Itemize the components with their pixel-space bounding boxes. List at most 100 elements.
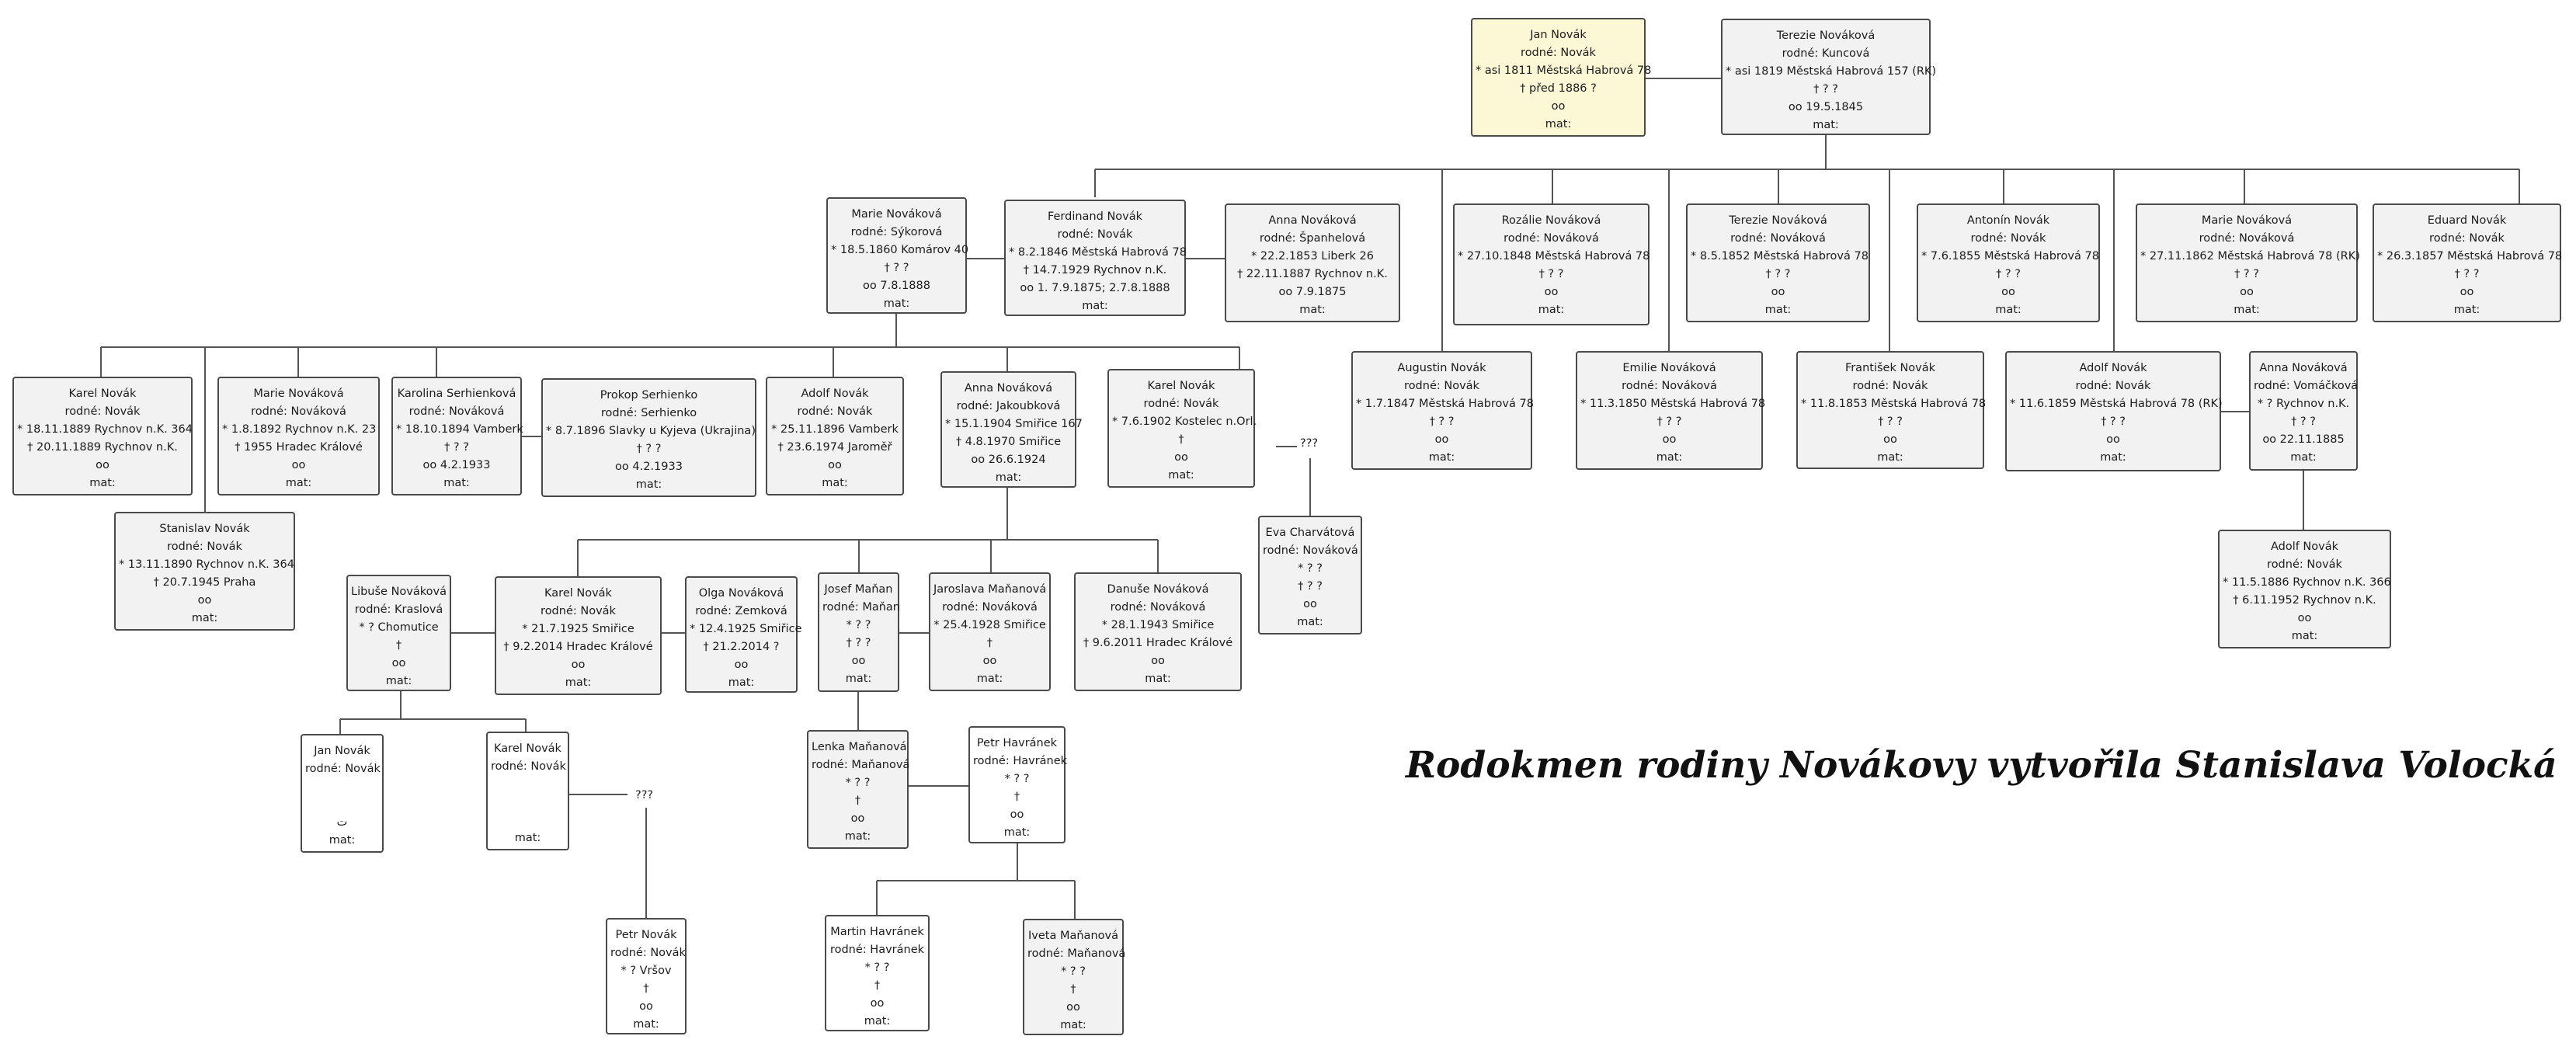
person-birth-name: rodné: Novák (2267, 558, 2342, 571)
person-birth-name: rodné: Nováková (408, 405, 505, 418)
person-birth-name: rodné: Novák (1404, 380, 1479, 392)
person-birth-name: rodné: Maňan (822, 601, 900, 614)
person-birth: * 11.8.1853 Městská Habrová 78 (1801, 398, 1987, 410)
person-birth: * 8.7.1896 Slavky u Kyjeva (Ukrajina) (546, 425, 756, 437)
person-mat: mat: (385, 675, 412, 687)
person-birth-name: rodné: Novák (305, 763, 381, 775)
person-name: Karel Novák (494, 742, 561, 755)
person-mat: mat: (1995, 304, 2022, 316)
person-birth-name: rodné: Novák (797, 405, 873, 418)
unknown-partner-marker: ??? (635, 789, 654, 801)
person-marriage: oo (1174, 451, 1188, 464)
person-mat: mat: (2291, 630, 2318, 642)
person-marriage: oo (1544, 286, 1559, 298)
person-card-adolf-novak-1886[interactable]: Adolf Novák rodné: Novák * 11.5.1886 Rychn… (2218, 530, 2391, 648)
person-marriage: ت (336, 816, 348, 829)
person-birth-name: rodné: Nováková (1263, 544, 1358, 557)
person-birth: * 1.7.1847 Městská Habrová 78 (1356, 398, 1534, 410)
person-birth: * 15.1.1904 Smiřice 167 (945, 418, 1083, 430)
person-marriage: oo (639, 1000, 653, 1013)
person-name: Jan Novák (314, 745, 370, 757)
person-card-jan-novak-young[interactable]: Jan Novák rodné: Novák ت mat: (301, 734, 384, 853)
person-birth: * 25.11.1896 Vamberk (771, 423, 899, 436)
person-mat: mat: (822, 477, 848, 489)
person-marriage: oo (850, 812, 865, 825)
person-mat: mat: (443, 477, 470, 489)
person-birth: * ? Rychnov n.K. (2257, 398, 2350, 410)
person-name: Karel Novák (544, 587, 612, 600)
person-name: Karolina Serhienková (397, 388, 516, 400)
person-death: † ? ? (2291, 415, 2316, 428)
person-mat: mat: (2290, 451, 2317, 464)
person-birth-name: rodné: Nováková (1504, 232, 1599, 245)
person-mat: mat: (864, 1015, 891, 1027)
person-name: Stanislav Novák (159, 523, 250, 535)
person-birth: * ? Chomutice (359, 621, 439, 634)
person-death: † (643, 982, 649, 995)
person-birth-name: rodné: Havránek (973, 755, 1068, 767)
person-mat: mat: (1545, 118, 1572, 130)
person-birth: * 11.3.1850 Městská Habrová 78 (1580, 398, 1766, 410)
person-death: † ? ? (1298, 580, 1323, 593)
person-name: Marie Nováková (253, 388, 344, 400)
person-birth: * 11.6.1859 Městská Habrová 78 (RK) (2010, 398, 2223, 410)
person-death: † (1178, 433, 1184, 446)
person-birth: * 11.5.1886 Rychnov n.K. 366 (2223, 576, 2391, 589)
person-marriage: oo 7.8.1888 (863, 280, 930, 292)
person-marriage: oo 1. 7.9.1875; 2.7.8.1888 (1020, 282, 1170, 294)
person-name: Eduard Novák (2427, 214, 2507, 227)
person-marriage: oo (2106, 433, 2120, 446)
person-birth-name: rodné: Novák (1852, 380, 1928, 392)
person-birth: * ? ? (845, 777, 871, 789)
person-birth-name: rodné: Novák (64, 405, 141, 418)
person-death: † ? ? (1656, 415, 1682, 428)
person-mat: mat: (995, 471, 1022, 484)
person-mat: mat: (1813, 119, 1839, 131)
person-marriage: oo 7.9.1875 (1278, 286, 1347, 298)
person-birth (305, 778, 379, 796)
person-birth-name: rodné: Novák (541, 605, 616, 617)
person-marriage: oo (1883, 433, 1897, 446)
person-death: † ? ? (1538, 268, 1564, 280)
person-birth: * 8.5.1852 Městská Habrová 78 (1691, 250, 1869, 262)
person-mat: mat: (329, 834, 356, 847)
person-name: Adolf Novák (2270, 541, 2339, 553)
person-mat: mat: (2234, 304, 2260, 316)
